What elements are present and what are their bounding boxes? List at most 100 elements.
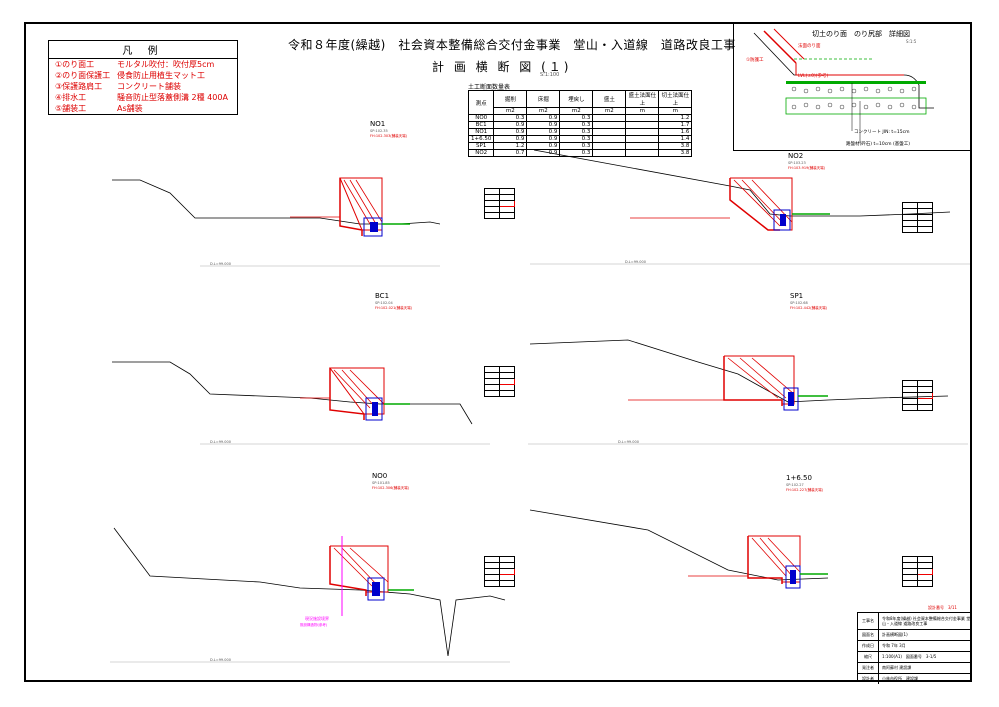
cross-section-bc1: BC1 SP:102.04 FH:102.021(舗装天端) D.L=99.00… <box>112 292 490 445</box>
section-name: SP1 <box>790 292 803 300</box>
section-sub1: SP:102.68 <box>790 301 808 305</box>
earth-value <box>592 135 627 143</box>
section-quantity-table <box>902 556 933 587</box>
earth-value <box>592 121 627 129</box>
tb-key: 発注者 <box>858 663 879 673</box>
detail-drawing: 切土のり面 のり尻部 詳細図 S:1:5 法面のり面 ①防護工 LVL(±0)(… <box>746 28 934 147</box>
earth-header: 掘削 <box>493 90 528 108</box>
section-sub1: SP:101.85 <box>372 481 390 485</box>
earth-value: 0.9 <box>493 121 528 129</box>
earth-value: 1.2 <box>658 114 693 122</box>
section-name: NO0 <box>372 472 387 480</box>
earth-station: SP1 <box>467 142 495 150</box>
drawing-frame <box>24 22 972 682</box>
earth-station: BC1 <box>467 121 495 129</box>
datum-label: D.L=99.000 <box>618 440 639 444</box>
earth-value: 1.7 <box>658 121 693 129</box>
legend-heading: 凡 例 <box>49 41 237 59</box>
tb-value: 小林市役所 建設課 <box>882 676 918 681</box>
section-quantity-table <box>484 188 515 219</box>
earth-value: 1.4 <box>658 135 693 143</box>
earth-unit: m2 <box>559 107 594 115</box>
earth-value: 0.9 <box>526 128 561 136</box>
section-sub1: SP:102.27 <box>786 483 804 487</box>
datum-label: D.L=99.000 <box>210 262 231 266</box>
earth-value: 0.9 <box>526 135 561 143</box>
earth-unit: m <box>625 107 660 115</box>
earth-value: 0.3 <box>559 142 594 150</box>
earth-station: NO2 <box>467 149 495 157</box>
detail-panel: 切土のり面 のり尻部 詳細図 S:1:5 法面のり面 ①防護工 LVL(±0)(… <box>733 22 972 151</box>
section-sub2: FH:103.919(舗装天端) <box>788 165 826 170</box>
drawing-title: 令和８年度(繰越) 社会資本整備総合交付金事業 堂山・入道線 道路改良工事 <box>288 38 736 52</box>
cross-section-no1: NO1 SP:102.35 FH:102.303(舗装天端) D.L=99.00… <box>112 120 440 267</box>
earth-value: 0.9 <box>526 142 561 150</box>
detail-scale: S:1:5 <box>906 39 917 44</box>
cross-section-no2: NO2 SP:103.23 FH:103.919(舗装天端) D.L=99.00… <box>530 150 970 265</box>
tb-key: 図面名 <box>858 630 879 640</box>
earth-value <box>592 114 627 122</box>
earth-table: 測点 掘削 床掘 埋戻し 盛土 盛土法面仕上 切土法面仕上 m2 m2 m2 m… <box>467 90 693 157</box>
no0-note-1: 現況施設境界 <box>305 615 329 621</box>
earth-header: 盛土 <box>592 90 627 108</box>
earth-unit: m2 <box>493 107 528 115</box>
section-name: NO2 <box>788 152 803 160</box>
earth-value <box>592 128 627 136</box>
drawing-number: 設計番号 3/11 <box>928 605 957 610</box>
earth-header: 埋戻し <box>559 90 594 108</box>
legend: 凡 例 ①のり面工モルタル吹付：吹付厚5cm ②のり面保護工侵食防止用植生マット… <box>48 40 238 115</box>
earth-table-title: 土工断面数量表 <box>468 84 511 91</box>
earth-value: 0.7 <box>493 149 528 157</box>
detail-label-lvl: LVL(±0)(参考) <box>798 72 828 79</box>
earth-value <box>625 114 660 122</box>
datum-label: D.L=99.000 <box>210 440 231 444</box>
no0-note-2: 既設構造物(参考) <box>300 622 328 627</box>
section-sub2: FH:102.306(舗装天端) <box>372 485 410 490</box>
earth-value <box>592 142 627 150</box>
section-sub1: SP:102.35 <box>370 129 388 133</box>
tb-key: 設計者 <box>858 674 879 684</box>
earth-value: 0.9 <box>526 114 561 122</box>
detail-title: 切土のり面 のり尻部 詳細図 <box>812 29 910 38</box>
earth-value: 3.8 <box>658 142 693 150</box>
datum-label: D.L=99.000 <box>210 658 231 662</box>
legend-item: ①のり面工モルタル吹付：吹付厚5cm <box>55 60 215 69</box>
legend-item: ②のり面保護工侵食防止用植生マット工 <box>55 71 205 80</box>
section-sub1: SP:103.23 <box>788 161 806 165</box>
earth-value <box>625 128 660 136</box>
tb-value: 令和8年度(繰越) 社会資本整備総合交付金事業 堂山・入道線 道路改良工事 <box>882 616 971 626</box>
earth-header: 切土法面仕上 <box>658 90 693 108</box>
drawing-subtitle: 計 画 横 断 図 (１) <box>432 60 572 74</box>
earth-value: 1.2 <box>493 142 528 150</box>
legend-item: ④排水工騒音防止型落蓋側溝 2種 400A <box>55 93 228 102</box>
earth-station: NO0 <box>467 114 495 122</box>
earth-unit: m2 <box>526 107 561 115</box>
earth-header: 盛土法面仕上 <box>625 90 660 108</box>
earth-value <box>625 121 660 129</box>
earth-value: 0.9 <box>493 128 528 136</box>
earth-station: NO1 <box>467 128 495 136</box>
cross-section-1-6-50: 1+6.50 SP:102.27 FH:102.227(舗装天端) <box>529 474 829 589</box>
earth-value: 0.3 <box>559 128 594 136</box>
section-name: BC1 <box>375 292 389 300</box>
earth-value: 0.9 <box>526 121 561 129</box>
section-sub2: FH:102.227(舗装天端) <box>786 487 824 492</box>
earth-value: 0.3 <box>559 114 594 122</box>
section-name: NO1 <box>370 120 385 128</box>
earth-header: 測点 <box>467 90 495 115</box>
earth-value <box>625 142 660 150</box>
tb-key: 作成日 <box>858 641 879 651</box>
detail-label-fall: ①防護工 <box>746 56 764 63</box>
tb-value: 南阿蘇村 建設課 <box>882 665 912 670</box>
section-quantity-table <box>484 556 515 587</box>
section-sub2: FH:102.021(舗装天端) <box>375 305 413 310</box>
tb-key: 工事名 <box>858 613 879 629</box>
